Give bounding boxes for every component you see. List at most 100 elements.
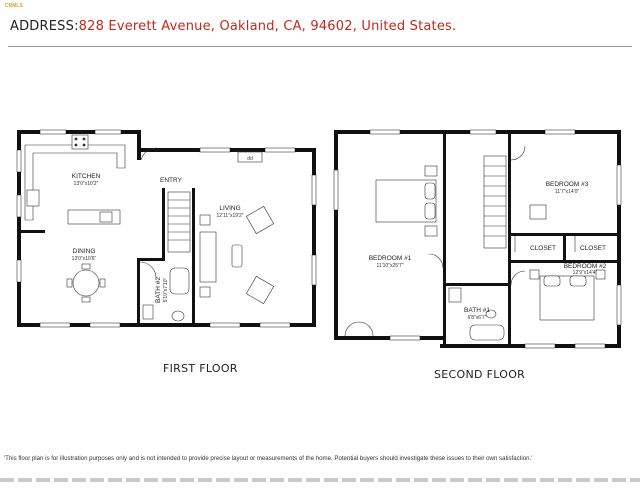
disclaimer-text: 'This floor plan is for illustration pur…: [4, 455, 533, 462]
bedroom-door: [510, 270, 526, 286]
first-floor-label: FIRST FLOOR: [163, 362, 238, 375]
window: [199, 147, 231, 153]
wall: [162, 188, 165, 258]
side-table-icon: [199, 214, 211, 226]
wall: [17, 130, 141, 134]
staircase: [483, 155, 507, 249]
room-label: KITCHEN: [72, 173, 101, 180]
coffee-table-icon: [231, 244, 243, 268]
bedroom-door: [428, 253, 444, 269]
window: [524, 343, 556, 349]
room-dims: 6'8"x6'7": [467, 315, 486, 321]
window: [369, 129, 401, 135]
window: [16, 259, 22, 283]
logo-text: CRMLS: [5, 3, 23, 9]
nightstand-icon: [529, 269, 540, 280]
room-label: LIVING: [219, 205, 240, 212]
wall: [443, 283, 511, 286]
wall: [508, 130, 511, 285]
room-label: ENTRY: [160, 177, 183, 184]
stove-icon: [71, 134, 89, 150]
french-door: [344, 321, 374, 337]
window: [16, 194, 22, 218]
footer-stripe: [0, 478, 640, 482]
second-floor-label: SECOND FLOOR: [434, 368, 526, 381]
fireplace-icon: [237, 151, 263, 163]
wall: [192, 188, 195, 326]
header-divider: [8, 46, 632, 47]
dishwasher-icon: [99, 211, 113, 223]
closet-doors: [514, 236, 576, 252]
room-label: BEDROOM #2: [564, 263, 607, 270]
room-label: BATH #1: [464, 307, 490, 314]
chair-icon: [66, 278, 73, 288]
window: [94, 129, 122, 135]
window: [16, 149, 22, 173]
nightstand-icon: [595, 269, 606, 280]
wall: [17, 230, 45, 233]
wall: [508, 283, 511, 346]
room-label: CLOSET: [580, 245, 606, 252]
wall: [508, 260, 621, 263]
wall: [17, 323, 316, 327]
wall: [617, 130, 621, 348]
wall: [563, 233, 566, 263]
dining-table-icon: [72, 269, 100, 297]
pillow-icon: [543, 275, 561, 287]
room-label: BATH #2: [155, 277, 162, 303]
armchair-icon: [245, 275, 275, 305]
room-dims: 12'11"x19'2": [216, 213, 243, 219]
window: [544, 129, 576, 135]
bath-door: [139, 261, 157, 279]
window: [616, 284, 622, 326]
pillow-icon: [424, 202, 436, 220]
staircase: [167, 191, 191, 253]
window: [264, 147, 296, 153]
side-table-icon: [199, 286, 211, 298]
bathtub-icon: [469, 324, 505, 341]
room-dims: 13'0"x10'2": [74, 181, 99, 187]
room-dims: 11'10"x25'7": [376, 263, 403, 269]
vanity-icon: [142, 304, 154, 320]
wall: [443, 130, 446, 348]
room-dims: 12'9"x14'4": [573, 270, 598, 276]
window: [616, 164, 622, 206]
brand-logo: CRMLS: [5, 3, 23, 9]
room-label: DINING: [73, 248, 96, 255]
room-dims: 5'10"x7'10": [163, 277, 169, 302]
window: [209, 322, 241, 328]
bedroom-door: [510, 145, 526, 161]
stair-treads: [484, 165, 506, 237]
window: [39, 129, 67, 135]
window: [259, 322, 291, 328]
wall: [137, 130, 141, 160]
toilet-icon: [171, 310, 185, 322]
nightstand-icon: [424, 225, 438, 237]
desk-icon: [529, 204, 547, 220]
sink-icon: [26, 189, 40, 207]
room-label: BEDROOM #3: [546, 181, 589, 188]
vanity-icon: [448, 287, 462, 303]
address-line: ADDRESS:828 Everett Avenue, Oakland, CA,…: [10, 19, 456, 34]
chair-icon: [99, 278, 106, 288]
window: [574, 343, 606, 349]
burner-icon: [82, 137, 86, 141]
window: [311, 174, 317, 206]
sofa-icon: [199, 231, 217, 283]
chair-icon: [81, 296, 91, 303]
second-floor-plan: BEDROOM #1 11'10"x25'7" BEDROOM #3 11'7"…: [333, 129, 622, 349]
pillow-icon: [569, 275, 587, 287]
address-value: 828 Everett Avenue, Oakland, CA, 94602, …: [78, 19, 457, 34]
address-label: ADDRESS:: [10, 19, 79, 34]
burner-icon: [82, 143, 86, 147]
bathtub-icon: [169, 267, 190, 295]
toilet-icon: [485, 309, 497, 319]
burner-icon: [74, 143, 78, 147]
wall: [137, 258, 165, 261]
burner-icon: [74, 137, 78, 141]
room-dims: 11'7"x14'0": [555, 189, 579, 195]
chair-icon: [81, 263, 91, 270]
window: [389, 335, 421, 341]
